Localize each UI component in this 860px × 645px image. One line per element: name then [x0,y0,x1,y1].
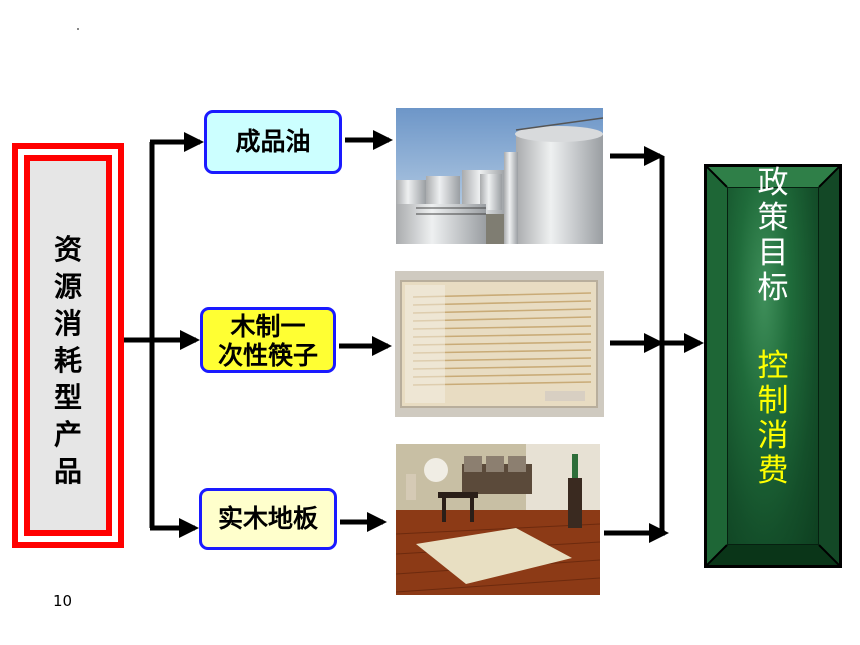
source-label: 资 源 消 耗 型 产 品 [30,231,106,490]
product-chopsticks-line2: 次性筷子 [217,341,318,370]
policy-control-char: 制 [757,383,789,419]
source-char: 消 [53,307,82,340]
product-floor-box: 实木地板 [199,488,337,550]
policy-control-char: 费 [757,453,789,489]
oil-tanks-photo [396,108,603,244]
source-char: 品 [53,455,82,488]
source-char: 源 [53,270,82,303]
policy-goal-char: 目 [757,235,789,271]
wood-floor-photo [396,444,600,595]
policy-control-char: 消 [757,418,789,454]
page-number: 10 [53,592,73,610]
product-floor-label: 实木地板 [217,504,318,533]
policy-goal-char: 策 [757,200,789,236]
source-char: 资 [53,233,82,266]
source-box: 资 源 消 耗 型 产 品 [12,143,124,548]
source-char: 耗 [53,344,82,377]
chopsticks-photo [395,271,604,417]
product-chopsticks-box: 木制一 次性筷子 [200,307,336,373]
policy-goal-char: 政 [757,165,789,201]
source-char: 产 [53,418,82,451]
product-oil-label: 成品油 [235,127,311,156]
policy-face [727,187,819,545]
source-char: 型 [53,381,82,414]
product-chopsticks-line1: 木制一 [230,312,306,341]
decorative-dot [77,28,79,30]
product-oil-box: 成品油 [204,110,342,174]
policy-control-char: 控 [757,348,789,384]
policy-goal-char: 标 [757,270,789,306]
policy-control-label: 控 制 消 费 [707,349,839,489]
policy-goal-label: 政 策 目 标 [707,166,839,306]
policy-box: 政 策 目 标 控 制 消 费 [704,164,842,568]
